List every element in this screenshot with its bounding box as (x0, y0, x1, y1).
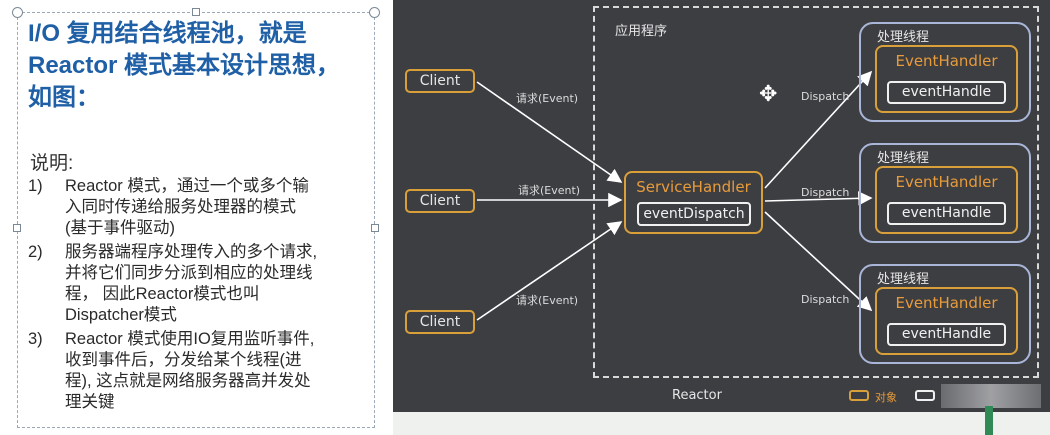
event-handler: EventHandler eventHandle (875, 45, 1018, 113)
item-line: Dispatcher模式 (65, 306, 177, 324)
thread-title: 处理线程 (877, 272, 930, 287)
dispatch-arrow (764, 70, 873, 189)
item-line: 并将它们同步分派到相应的处理线 (65, 264, 313, 282)
request-label: 请求(Event) (516, 92, 579, 105)
dispatch-arrow (764, 211, 873, 312)
item-number: 1) (28, 177, 43, 195)
app-label: 应用程序 (615, 24, 668, 39)
legend-method-swatch (915, 390, 935, 401)
item-line: 服务器端程序处理传入的多个请求, (65, 243, 318, 261)
item-line: Reactor 模式使用IO复用监听事件, (65, 330, 315, 348)
list-item: 2) 服务器端程序处理传入的多个请求, 并将它们同步分派到相应的处理线 程， 因… (28, 242, 373, 326)
dispatch-label: Dispatch (801, 186, 850, 199)
service-handler-title: ServiceHandler (636, 178, 751, 196)
resize-handle-top-left[interactable] (12, 7, 23, 18)
resize-handle-top-right[interactable] (369, 7, 380, 18)
worker-thread: 处理线程 EventHandler eventHandle (859, 143, 1031, 243)
legend-object-label: 对象 (875, 391, 897, 404)
event-handle-method: eventHandle (887, 81, 1006, 104)
list-item: 3) Reactor 模式使用IO复用监听事件, 收到事件后，分发给某个线程(进… (28, 329, 373, 413)
item-line: 收到事件后，分发给某个线程(进 (65, 351, 302, 369)
event-handler: EventHandler eventHandle (875, 166, 1018, 234)
item-line: 入同时传递给服务处理器的模式 (65, 198, 296, 216)
explanation-list: 1) Reactor 模式，通过一个或多个输 入同时传递给服务处理器的模式 (基… (28, 176, 373, 416)
request-label: 请求(Event) (516, 294, 579, 307)
reactor-diagram: 应用程序 Client Client Client 请求(Event) 请求(E… (393, 0, 1050, 412)
dispatch-label: Dispatch (801, 90, 850, 103)
list-item: 1) Reactor 模式，通过一个或多个输 入同时传递给服务处理器的模式 (基… (28, 176, 373, 239)
application-boundary: 应用程序 (593, 6, 1039, 378)
event-dispatch-method: eventDispatch (637, 202, 751, 226)
event-handle-method: eventHandle (887, 323, 1006, 346)
item-line: 理关键 (65, 393, 115, 411)
item-line: 程， 因此Reactor模式也叫 (65, 285, 260, 303)
bottom-strip (393, 412, 1050, 435)
event-handler-title: EventHandler (895, 294, 998, 312)
service-handler: ServiceHandler eventDispatch (624, 171, 763, 234)
client-node: Client (405, 310, 475, 334)
move-cursor-icon: ✥ (759, 82, 778, 107)
item-number: 3) (28, 330, 43, 348)
item-line: Reactor 模式，通过一个或多个输 (65, 177, 309, 195)
heading-line: 如图： (28, 84, 100, 111)
dispatch-label: Dispatch (801, 293, 850, 306)
event-handler-title: EventHandler (895, 173, 998, 191)
scrollbar-accent (985, 406, 993, 435)
heading-line: I/O 复用结合线程池，就是 (28, 20, 307, 47)
slide-text-box[interactable]: I/O 复用结合线程池，就是 Reactor 模式基本设计思想， 如图： 说明:… (0, 0, 380, 435)
client-node: Client (405, 189, 475, 213)
thread-title: 处理线程 (877, 151, 930, 166)
worker-thread: 处理线程 EventHandler eventHandle (859, 22, 1031, 122)
heading-line: Reactor 模式基本设计思想， (28, 52, 341, 79)
reactor-label: Reactor (672, 388, 722, 403)
diagram-arrows (476, 70, 873, 321)
item-line: (基于事件驱动) (65, 219, 175, 237)
request-arrow (476, 221, 623, 321)
item-number: 2) (28, 243, 43, 261)
explain-label: 说明: (30, 153, 74, 174)
legend-object-swatch (849, 390, 869, 401)
resize-handle-top[interactable] (192, 8, 200, 16)
event-handler-title: EventHandler (895, 52, 998, 70)
blurred-region (941, 384, 1041, 408)
item-line: 程), 这点就是网络服务器高并发处 (65, 372, 311, 390)
dispatch-arrow (764, 191, 873, 206)
slide-heading: I/O 复用结合线程池，就是 Reactor 模式基本设计思想， 如图： (28, 18, 368, 114)
resize-handle-right[interactable] (371, 224, 379, 232)
request-label: 请求(Event) (518, 184, 581, 197)
event-handler: EventHandler eventHandle (875, 287, 1018, 355)
request-arrow (476, 81, 623, 183)
thread-title: 处理线程 (877, 30, 930, 45)
resize-handle-left[interactable] (13, 224, 21, 232)
worker-thread: 处理线程 EventHandler eventHandle (859, 264, 1031, 364)
client-node: Client (405, 69, 475, 93)
event-handle-method: eventHandle (887, 202, 1006, 225)
